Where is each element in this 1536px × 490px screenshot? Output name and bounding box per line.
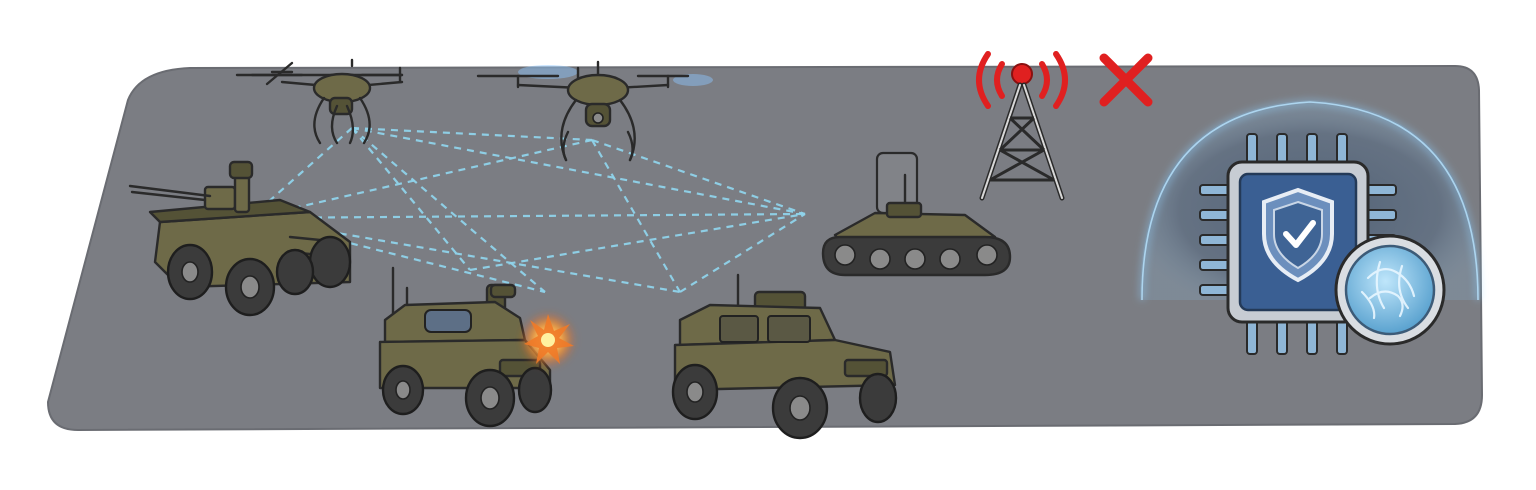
tracked-robot-icon (821, 151, 1012, 277)
mesh-link-damaged-vehicle-tracked-robot (469, 212, 806, 272)
chip-pin (1336, 319, 1348, 355)
chip-pin (1306, 133, 1318, 165)
neural-core-icon (1334, 234, 1446, 346)
chip-pin (1199, 284, 1231, 296)
chip-pin (1199, 259, 1231, 271)
armed-drone-icon (476, 60, 713, 162)
chip-pin (1199, 234, 1231, 246)
chip-pin (1276, 319, 1288, 355)
chip-pin (1246, 319, 1258, 355)
chip-pin (1276, 133, 1288, 165)
mesh-link-armored-jeep-tracked-robot (679, 213, 806, 293)
chip-pin (1199, 184, 1231, 196)
mesh-link-drone-left-hub (351, 127, 546, 293)
mesh-link-drone-left-ground-robot (249, 127, 353, 219)
disconnected-x-icon (1099, 53, 1153, 107)
mesh-link-ground-robot-tracked-robot (249, 212, 806, 220)
armored-jeep-icon (671, 273, 898, 440)
mesh-link-drone-left-damaged-vehicle (351, 127, 471, 271)
mesh-link-drone-right-ground-robot (249, 138, 593, 220)
chip-pin (1306, 319, 1318, 355)
quadcopter-drone-icon (235, 58, 404, 145)
chip-pin (1365, 184, 1397, 196)
damaged-vehicle-icon (378, 266, 553, 428)
ground-robot-icon (128, 160, 352, 317)
signal-tower-icon (976, 51, 1068, 201)
chip-pin (1246, 133, 1258, 165)
mesh-link-drone-right-armored-jeep (591, 139, 681, 293)
chip-pin (1365, 209, 1397, 221)
mesh-network-links (249, 126, 806, 294)
mesh-link-drone-left-drone-right (351, 126, 593, 142)
mesh-link-ground-robot-hub (249, 216, 546, 294)
chip-pin (1199, 209, 1231, 221)
explosion-icon (522, 314, 574, 366)
chip-pin (1336, 133, 1348, 165)
shield-check-icon (1262, 187, 1334, 283)
mesh-link-drone-right-tracked-robot (591, 138, 806, 216)
